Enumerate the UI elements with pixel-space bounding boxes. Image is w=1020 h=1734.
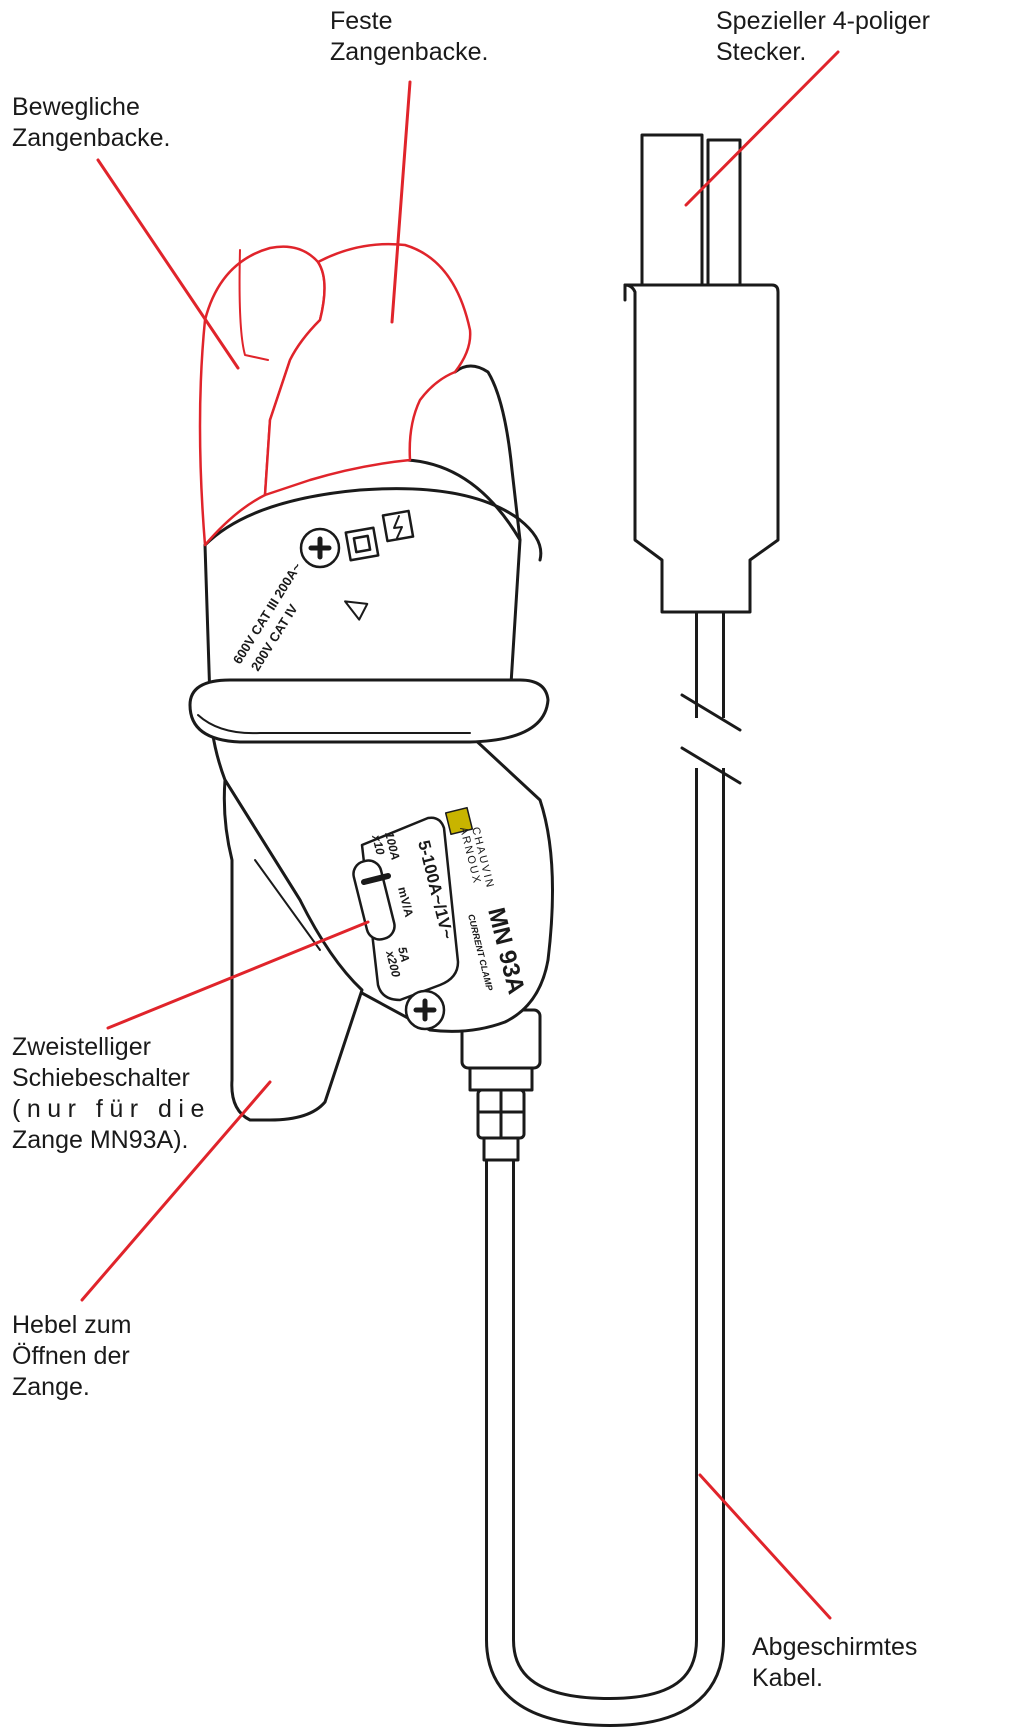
label-switch: Zweistelliger Schiebeschalter (nur für d…	[12, 1033, 211, 1154]
leader-fixed-jaw	[390, 80, 412, 324]
cable	[485, 597, 742, 1727]
label-movable-jaw: Bewegliche Zangenbacke.	[12, 93, 171, 152]
switch-pos-low-factor: x200	[383, 948, 403, 979]
leader-lines	[80, 50, 840, 1620]
label-plug: Spezieller 4-poliger Stecker.	[716, 7, 931, 66]
label-fixed-jaw: Feste Zangenbacke.	[330, 7, 489, 66]
leader-plug	[684, 50, 840, 207]
switch-pos-high-factor: x10	[369, 832, 388, 856]
clamp-jaws	[198, 242, 472, 547]
lever	[222, 778, 364, 1122]
switch-pos-high: 100A	[382, 830, 403, 861]
upper-markings	[299, 509, 415, 621]
label-cable: Abgeschirmtes Kabel.	[752, 1633, 918, 1692]
clamp-body	[188, 364, 554, 1033]
clamp-tail	[460, 1008, 542, 1162]
leader-cable	[698, 1473, 832, 1620]
plug	[623, 133, 780, 614]
leader-movable-jaw	[96, 158, 240, 370]
leader-switch	[106, 920, 370, 1030]
label-lever: Hebel zum Öffnen der Zange.	[12, 1311, 132, 1401]
leader-lever	[80, 1080, 272, 1302]
switch-panel	[352, 806, 474, 1031]
switch-pos-low: 5A	[395, 945, 412, 963]
